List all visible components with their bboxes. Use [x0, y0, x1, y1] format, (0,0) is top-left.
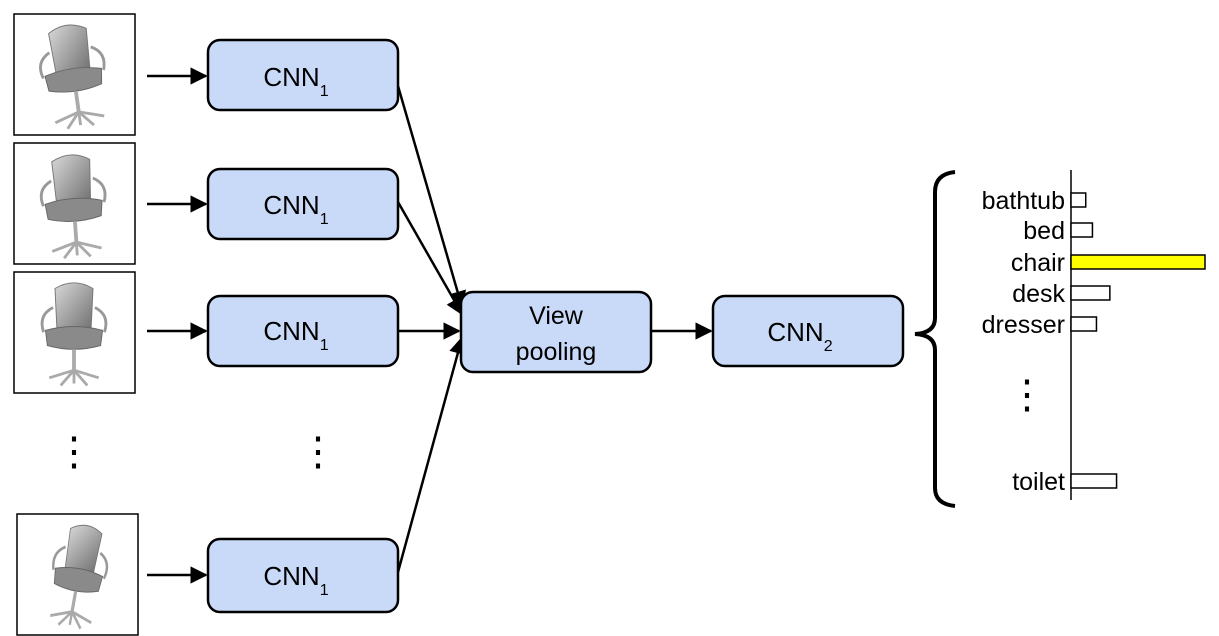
cnn1-subscript: 1: [320, 211, 329, 228]
cnn1-subscript: 1: [320, 83, 329, 100]
cnn1-ellipsis: ⋮: [298, 430, 338, 474]
cnn1-subscript: 1: [320, 337, 329, 354]
cnn1-box-2: CNN1: [206, 167, 400, 241]
cnn1-label: CNN: [263, 62, 319, 92]
svg-text:CNN1: CNN1: [263, 190, 328, 228]
view-pooling-box: View pooling: [459, 290, 653, 374]
score-bar-toilet: [1070, 473, 1118, 489]
view-image-1: [13, 13, 136, 136]
svg-text:CNN1: CNN1: [263, 561, 328, 599]
cnn1-box-3: CNN1: [206, 294, 400, 368]
cnn2-subscript: 2: [824, 338, 833, 355]
score-label-dresser: dresser: [982, 311, 1065, 339]
score-label-toilet: toilet: [1012, 468, 1065, 496]
arrow-cnn1-2-pool: [396, 201, 464, 316]
svg-text:CNN1: CNN1: [263, 316, 328, 354]
svg-text:CNN2: CNN2: [767, 317, 832, 355]
score-bar-bathtub: [1070, 192, 1087, 208]
cnn1-label: CNN: [263, 190, 319, 220]
score-label-bed: bed: [1023, 217, 1065, 245]
cnn1-subscript: 1: [320, 582, 329, 599]
output-brace: [914, 170, 956, 508]
cnn2-box: CNN2: [711, 294, 905, 368]
score-bar-chair: [1070, 254, 1206, 270]
view-image-2: [13, 142, 136, 265]
score-bar-bed: [1070, 222, 1094, 238]
score-label-chair: chair: [1011, 249, 1065, 277]
score-bar-dresser: [1070, 316, 1098, 332]
cnn1-label: CNN: [263, 316, 319, 346]
view-image-3: [13, 271, 136, 394]
score-label-bathtub: bathtub: [982, 187, 1065, 215]
views-ellipsis: ⋮: [54, 430, 94, 474]
score-label-desk: desk: [1012, 280, 1065, 308]
cnn1-label: CNN: [263, 561, 319, 591]
score-bar-desk: [1070, 285, 1111, 301]
svg-text:CNN1: CNN1: [263, 62, 328, 100]
view-pooling-line1: View: [529, 302, 584, 330]
arrow-cnn1-1-pool: [396, 85, 467, 309]
scores-ellipsis: ⋮: [1007, 373, 1047, 417]
arrow-cnn1-n-pool: [396, 336, 467, 573]
view-pooling-line2: pooling: [516, 338, 597, 366]
cnn1-box-n: CNN1: [206, 537, 400, 614]
cnn1-box-1: CNN1: [206, 38, 400, 112]
cnn2-label: CNN: [767, 317, 823, 347]
view-image-n: [16, 513, 139, 636]
